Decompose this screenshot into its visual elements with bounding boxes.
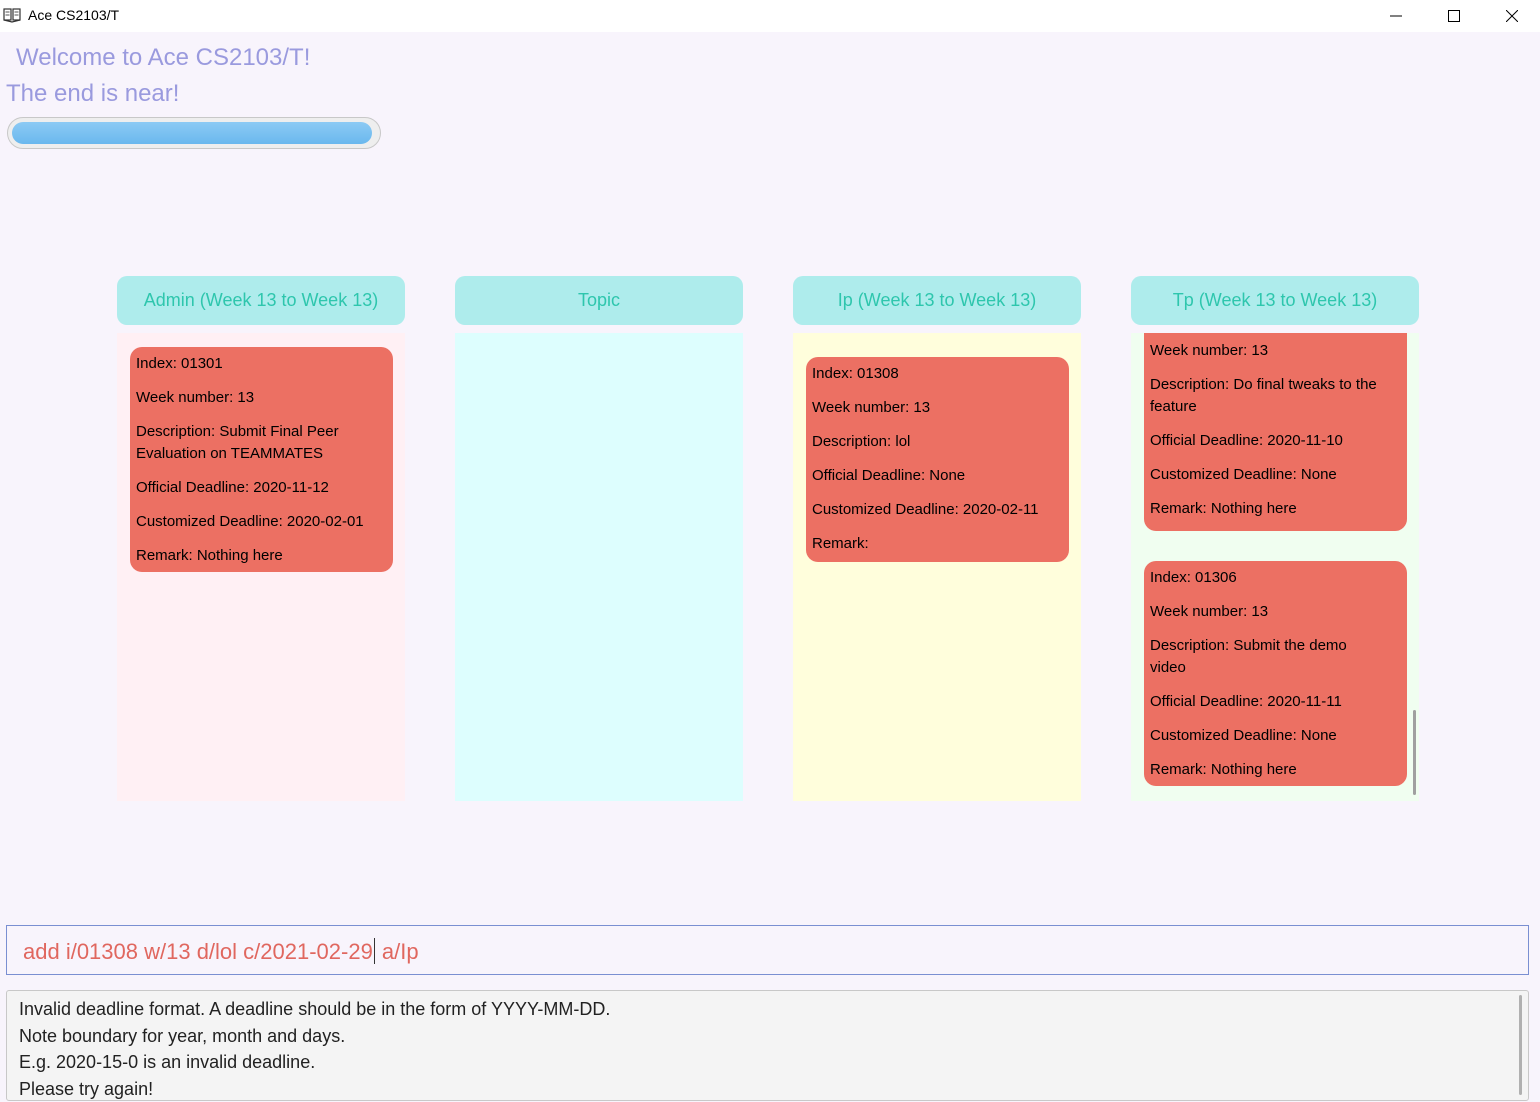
- result-display[interactable]: Invalid deadline format. A deadline shou…: [6, 990, 1529, 1101]
- card-official-deadline: Official Deadline: 2020-11-12: [136, 477, 387, 499]
- command-text-before-caret: add i/01308 w/13 d/lol c/2021-02-29: [23, 939, 373, 964]
- maximize-button[interactable]: [1425, 0, 1483, 32]
- column-body-ip[interactable]: Index: 01308 Week number: 13 Description…: [793, 333, 1081, 801]
- task-card[interactable]: Index: 01306 Week number: 13 Description…: [1144, 561, 1407, 786]
- card-official-deadline: Official Deadline: 2020-11-10: [1150, 430, 1401, 452]
- card-remark: Remark: Nothing here: [1150, 759, 1401, 781]
- task-card[interactable]: Index: 01308 Week number: 13 Description…: [806, 357, 1069, 562]
- task-card[interactable]: Index: 01301 Week number: 13 Description…: [130, 347, 393, 572]
- card-week: Week number: 13: [136, 387, 387, 409]
- column-body-tp[interactable]: Week number: 13 Description: Do final tw…: [1131, 333, 1419, 801]
- card-description-cont: video: [1150, 657, 1401, 679]
- command-input[interactable]: add i/01308 w/13 d/lol c/2021-02-29 a/Ip: [6, 925, 1529, 975]
- minimize-button[interactable]: [1367, 0, 1425, 32]
- card-week: Week number: 13: [1150, 340, 1401, 362]
- column-body-topic[interactable]: [455, 333, 743, 801]
- result-line: Note boundary for year, month and days.: [7, 1023, 1528, 1050]
- card-week: Week number: 13: [1150, 601, 1401, 623]
- minimize-icon: [1390, 10, 1402, 22]
- card-customized-deadline: Customized Deadline: 2020-02-01: [136, 511, 387, 533]
- card-customized-deadline: Customized Deadline: None: [1150, 464, 1401, 486]
- card-description-cont: feature: [1150, 396, 1401, 418]
- card-index: Index: 01308: [812, 363, 1063, 385]
- column-ip: Ip (Week 13 to Week 13) Index: 01308 Wee…: [793, 276, 1081, 325]
- card-official-deadline: Official Deadline: None: [812, 465, 1063, 487]
- card-official-deadline: Official Deadline: 2020-11-11: [1150, 691, 1401, 713]
- column-body-admin[interactable]: Index: 01301 Week number: 13 Description…: [117, 333, 405, 801]
- card-week: Week number: 13: [812, 397, 1063, 419]
- column-scrollbar[interactable]: [1413, 710, 1416, 795]
- card-description: Description: Submit the demo: [1150, 635, 1401, 657]
- column-topic: Topic: [455, 276, 743, 325]
- column-header-ip: Ip (Week 13 to Week 13): [793, 276, 1081, 325]
- card-customized-deadline: Customized Deadline: None: [1150, 725, 1401, 747]
- maximize-icon: [1448, 10, 1460, 22]
- result-scrollbar[interactable]: [1519, 995, 1522, 1095]
- status-message: The end is near!: [6, 80, 179, 108]
- result-line: E.g. 2020-15-0 is an invalid deadline.: [7, 1049, 1528, 1076]
- progress-bar: [7, 117, 381, 149]
- close-button[interactable]: [1483, 0, 1540, 32]
- column-header-tp: Tp (Week 13 to Week 13): [1131, 276, 1419, 325]
- close-icon: [1506, 10, 1518, 22]
- text-caret: [374, 938, 375, 964]
- column-header-topic: Topic: [455, 276, 743, 325]
- welcome-text: Welcome to Ace CS2103/T!: [16, 44, 310, 72]
- card-index: Index: 01306: [1150, 567, 1401, 589]
- card-remark: Remark: Nothing here: [1150, 498, 1401, 520]
- column-tp: Tp (Week 13 to Week 13) Week number: 13 …: [1131, 276, 1419, 325]
- card-description: Description: Submit Final Peer: [136, 421, 387, 443]
- card-remark: Remark:: [812, 533, 1063, 555]
- card-customized-deadline: Customized Deadline: 2020-02-11: [812, 499, 1063, 521]
- card-description: Description: Do final tweaks to the: [1150, 374, 1401, 396]
- book-icon: [3, 7, 21, 23]
- command-text-after-caret: a/Ip: [376, 939, 419, 964]
- column-header-admin: Admin (Week 13 to Week 13): [117, 276, 405, 325]
- card-remark: Remark: Nothing here: [136, 545, 387, 567]
- result-line: Please try again!: [7, 1076, 1528, 1102]
- command-text: add i/01308 w/13 d/lol c/2021-02-29 a/Ip: [23, 938, 419, 965]
- column-admin: Admin (Week 13 to Week 13) Index: 01301 …: [117, 276, 405, 325]
- card-description: Description: lol: [812, 431, 1063, 453]
- task-card[interactable]: Week number: 13 Description: Do final tw…: [1144, 333, 1407, 531]
- card-index: Index: 01301: [136, 353, 387, 375]
- title-bar: Ace CS2103/T: [0, 0, 1540, 32]
- result-line: Invalid deadline format. A deadline shou…: [7, 996, 1528, 1023]
- window-title: Ace CS2103/T: [28, 7, 119, 23]
- card-description-cont: Evaluation on TEAMMATES: [136, 443, 387, 465]
- progress-bar-fill: [12, 122, 372, 144]
